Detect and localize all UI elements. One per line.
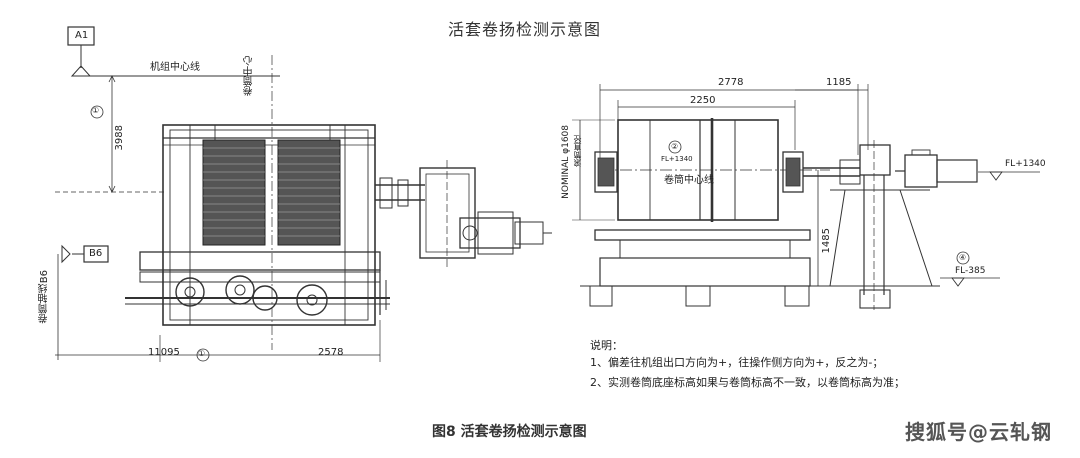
left-view: [55, 26, 552, 362]
left-drum-a: [202, 139, 266, 246]
note-item-1: 1、偏差往机组出口方向为+，往操作侧方向为+，反之为-；: [590, 356, 884, 369]
dim-nominal: NOMINAL φ1608: [561, 125, 571, 199]
right-view: [572, 84, 1040, 310]
drum-centerline-label: 卷筒中心线: [664, 175, 714, 186]
ref-label-b6: B6: [89, 248, 103, 259]
note-item-2: 2、实测卷筒底座标高如果与卷筒标高不一致，以卷筒标高为准；: [590, 376, 905, 389]
dim-vertical-3988: 3988: [114, 125, 125, 151]
dim-11095: 11095: [148, 347, 180, 358]
drum-axis-label: 卷筒轴线B6: [39, 270, 50, 324]
dim-2778: 2778: [718, 77, 744, 88]
notes-heading: 说明：: [590, 339, 623, 352]
right-drum: [617, 119, 779, 221]
level-top-label: FL+1340: [1005, 159, 1046, 169]
marker-2: ②: [671, 142, 679, 151]
drum-small-label: FL+1340: [661, 155, 693, 163]
marker-4: ④: [959, 253, 967, 262]
right-motor: [904, 154, 938, 188]
unit-centerline-label: 机组中心线: [150, 62, 200, 73]
left-gearbox: [419, 167, 476, 259]
diagram-title: 活套卷扬检测示意图: [448, 20, 602, 39]
level-bottom-label: FL-385: [955, 266, 986, 276]
watermark: 搜狐号@云轧钢: [905, 420, 1052, 444]
dim-2578: 2578: [318, 347, 344, 358]
ref-label-a1: A1: [75, 30, 89, 41]
left-drum-b: [277, 139, 341, 246]
marker-1-bottom: ①: [198, 349, 206, 358]
dim-1185: 1185: [826, 77, 852, 88]
figure-caption: 图8 活套卷扬检测示意图: [432, 424, 587, 440]
drum-center-label: 卷筒中心: [244, 56, 255, 96]
marker-1-top: ①: [92, 106, 100, 115]
dim-2250: 2250: [690, 95, 716, 106]
drum-dia-label: 滚筒直径: [573, 135, 582, 167]
dim-1485: 1485: [821, 228, 832, 254]
